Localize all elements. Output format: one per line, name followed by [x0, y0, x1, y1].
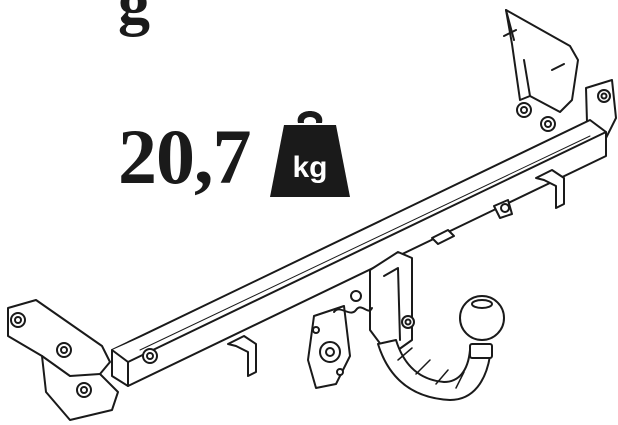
- heading-fragment: g: [118, 0, 150, 37]
- weight-value: 20,7: [118, 113, 251, 200]
- tow-ball: [459, 295, 505, 341]
- cross-beam: [111, 119, 607, 387]
- weight-icon: kg: [270, 111, 350, 197]
- weight-unit: kg: [292, 151, 327, 184]
- right-bracket-plate: [505, 9, 579, 113]
